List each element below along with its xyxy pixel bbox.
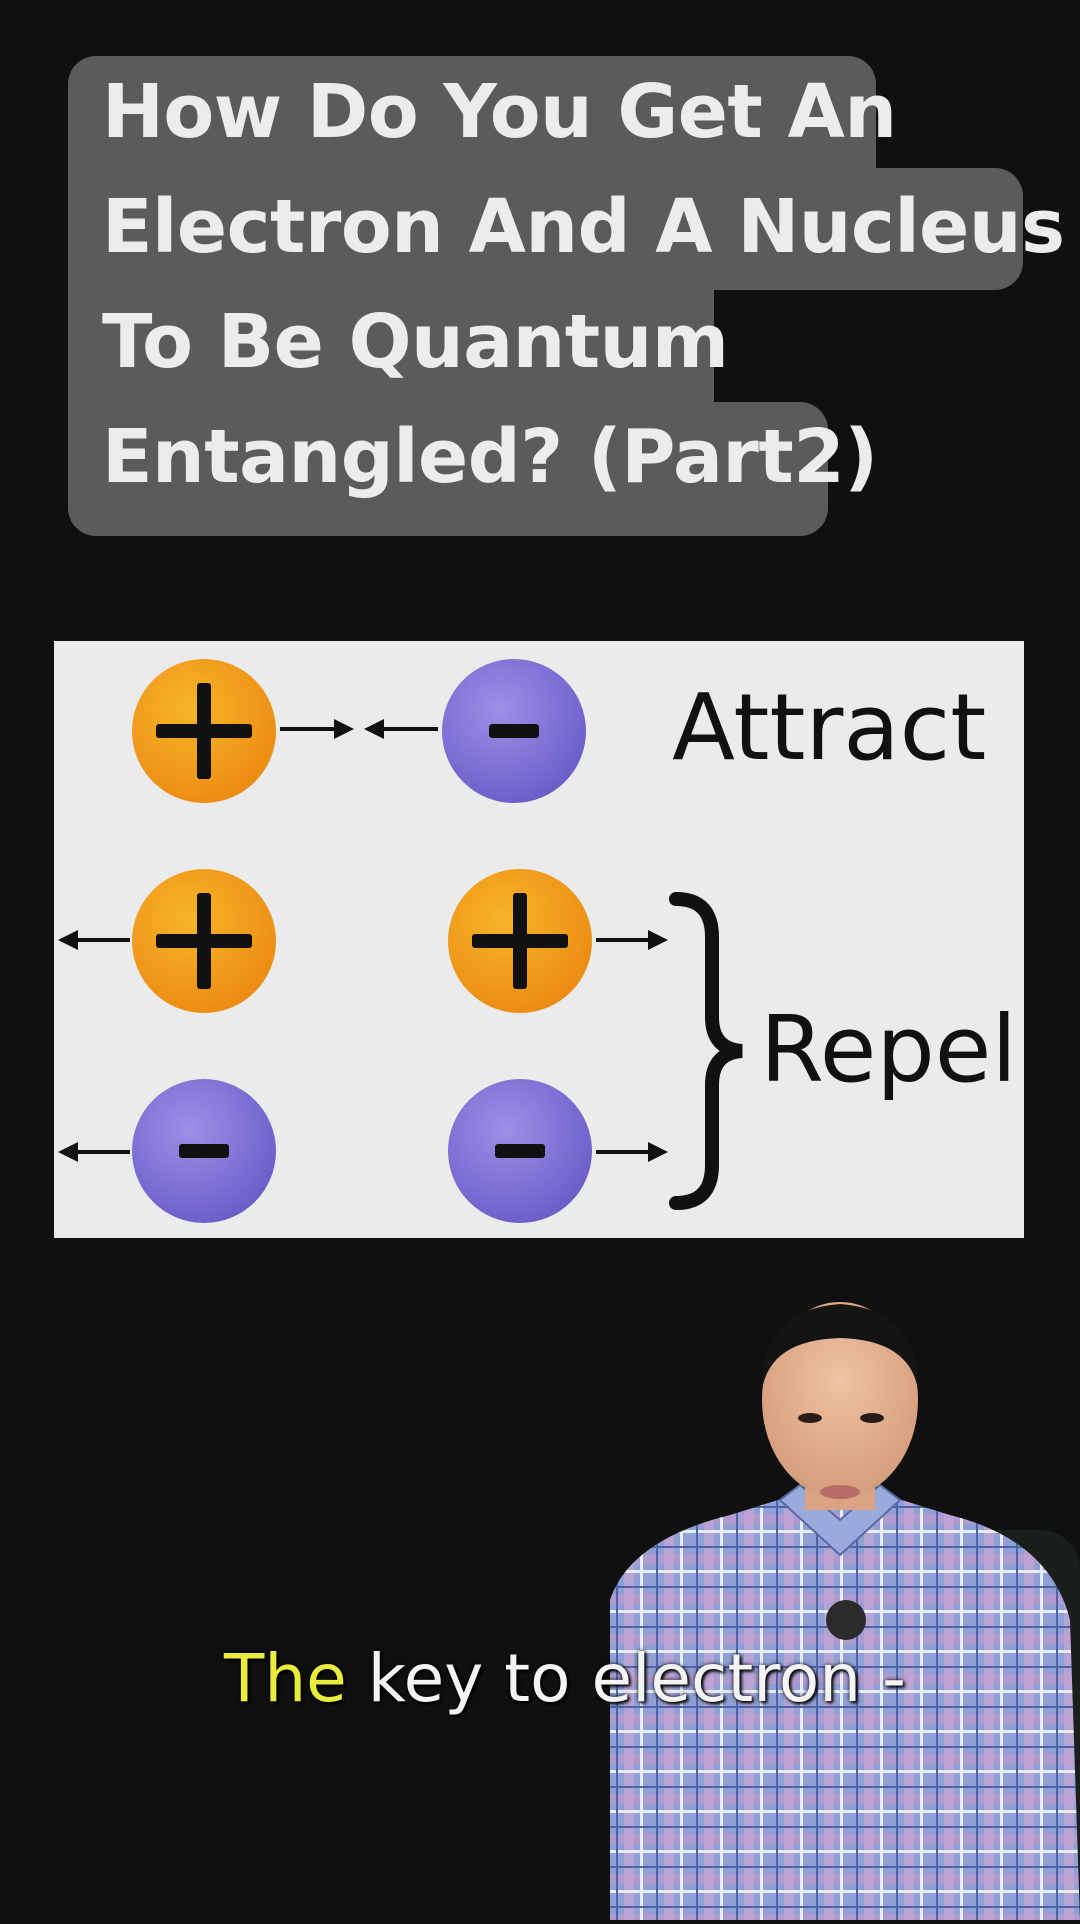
title-line-1: How Do You Get An (102, 69, 897, 155)
title-bg-line-2 (68, 168, 1023, 290)
shirt-icon (610, 1490, 1080, 1920)
presenter-face-icon (762, 1302, 918, 1498)
title-bg-line-3 (68, 290, 714, 402)
caption-text: key to electron - (346, 1640, 906, 1717)
negative-charge-icon (442, 659, 586, 803)
repel-label: Repel (760, 996, 1017, 1103)
video-title: How Do You Get An Electron And A Nucleus… (68, 56, 1065, 536)
negative-charge-icon (448, 1079, 592, 1223)
title-bg-line-1 (68, 56, 876, 168)
title-bg-line-4 (68, 402, 828, 536)
positive-charge-icon (132, 659, 276, 803)
curly-brace-icon (669, 892, 743, 1210)
title-line-3: To Be Quantum (102, 299, 729, 385)
positive-charge-icon (132, 869, 276, 1013)
charge-diagram: Attract (54, 641, 1024, 1238)
positive-charge-icon (448, 869, 592, 1013)
title-line-2: Electron And A Nucleus (102, 184, 1065, 270)
lapel-mic-icon (826, 1600, 866, 1640)
title-line-4: Entangled? (Part2) (102, 414, 878, 500)
negative-charge-icon (132, 1079, 276, 1223)
presenter-video (610, 1300, 1080, 1920)
attract-label: Attract (672, 674, 986, 781)
caption-highlight-word: The (224, 1640, 347, 1717)
